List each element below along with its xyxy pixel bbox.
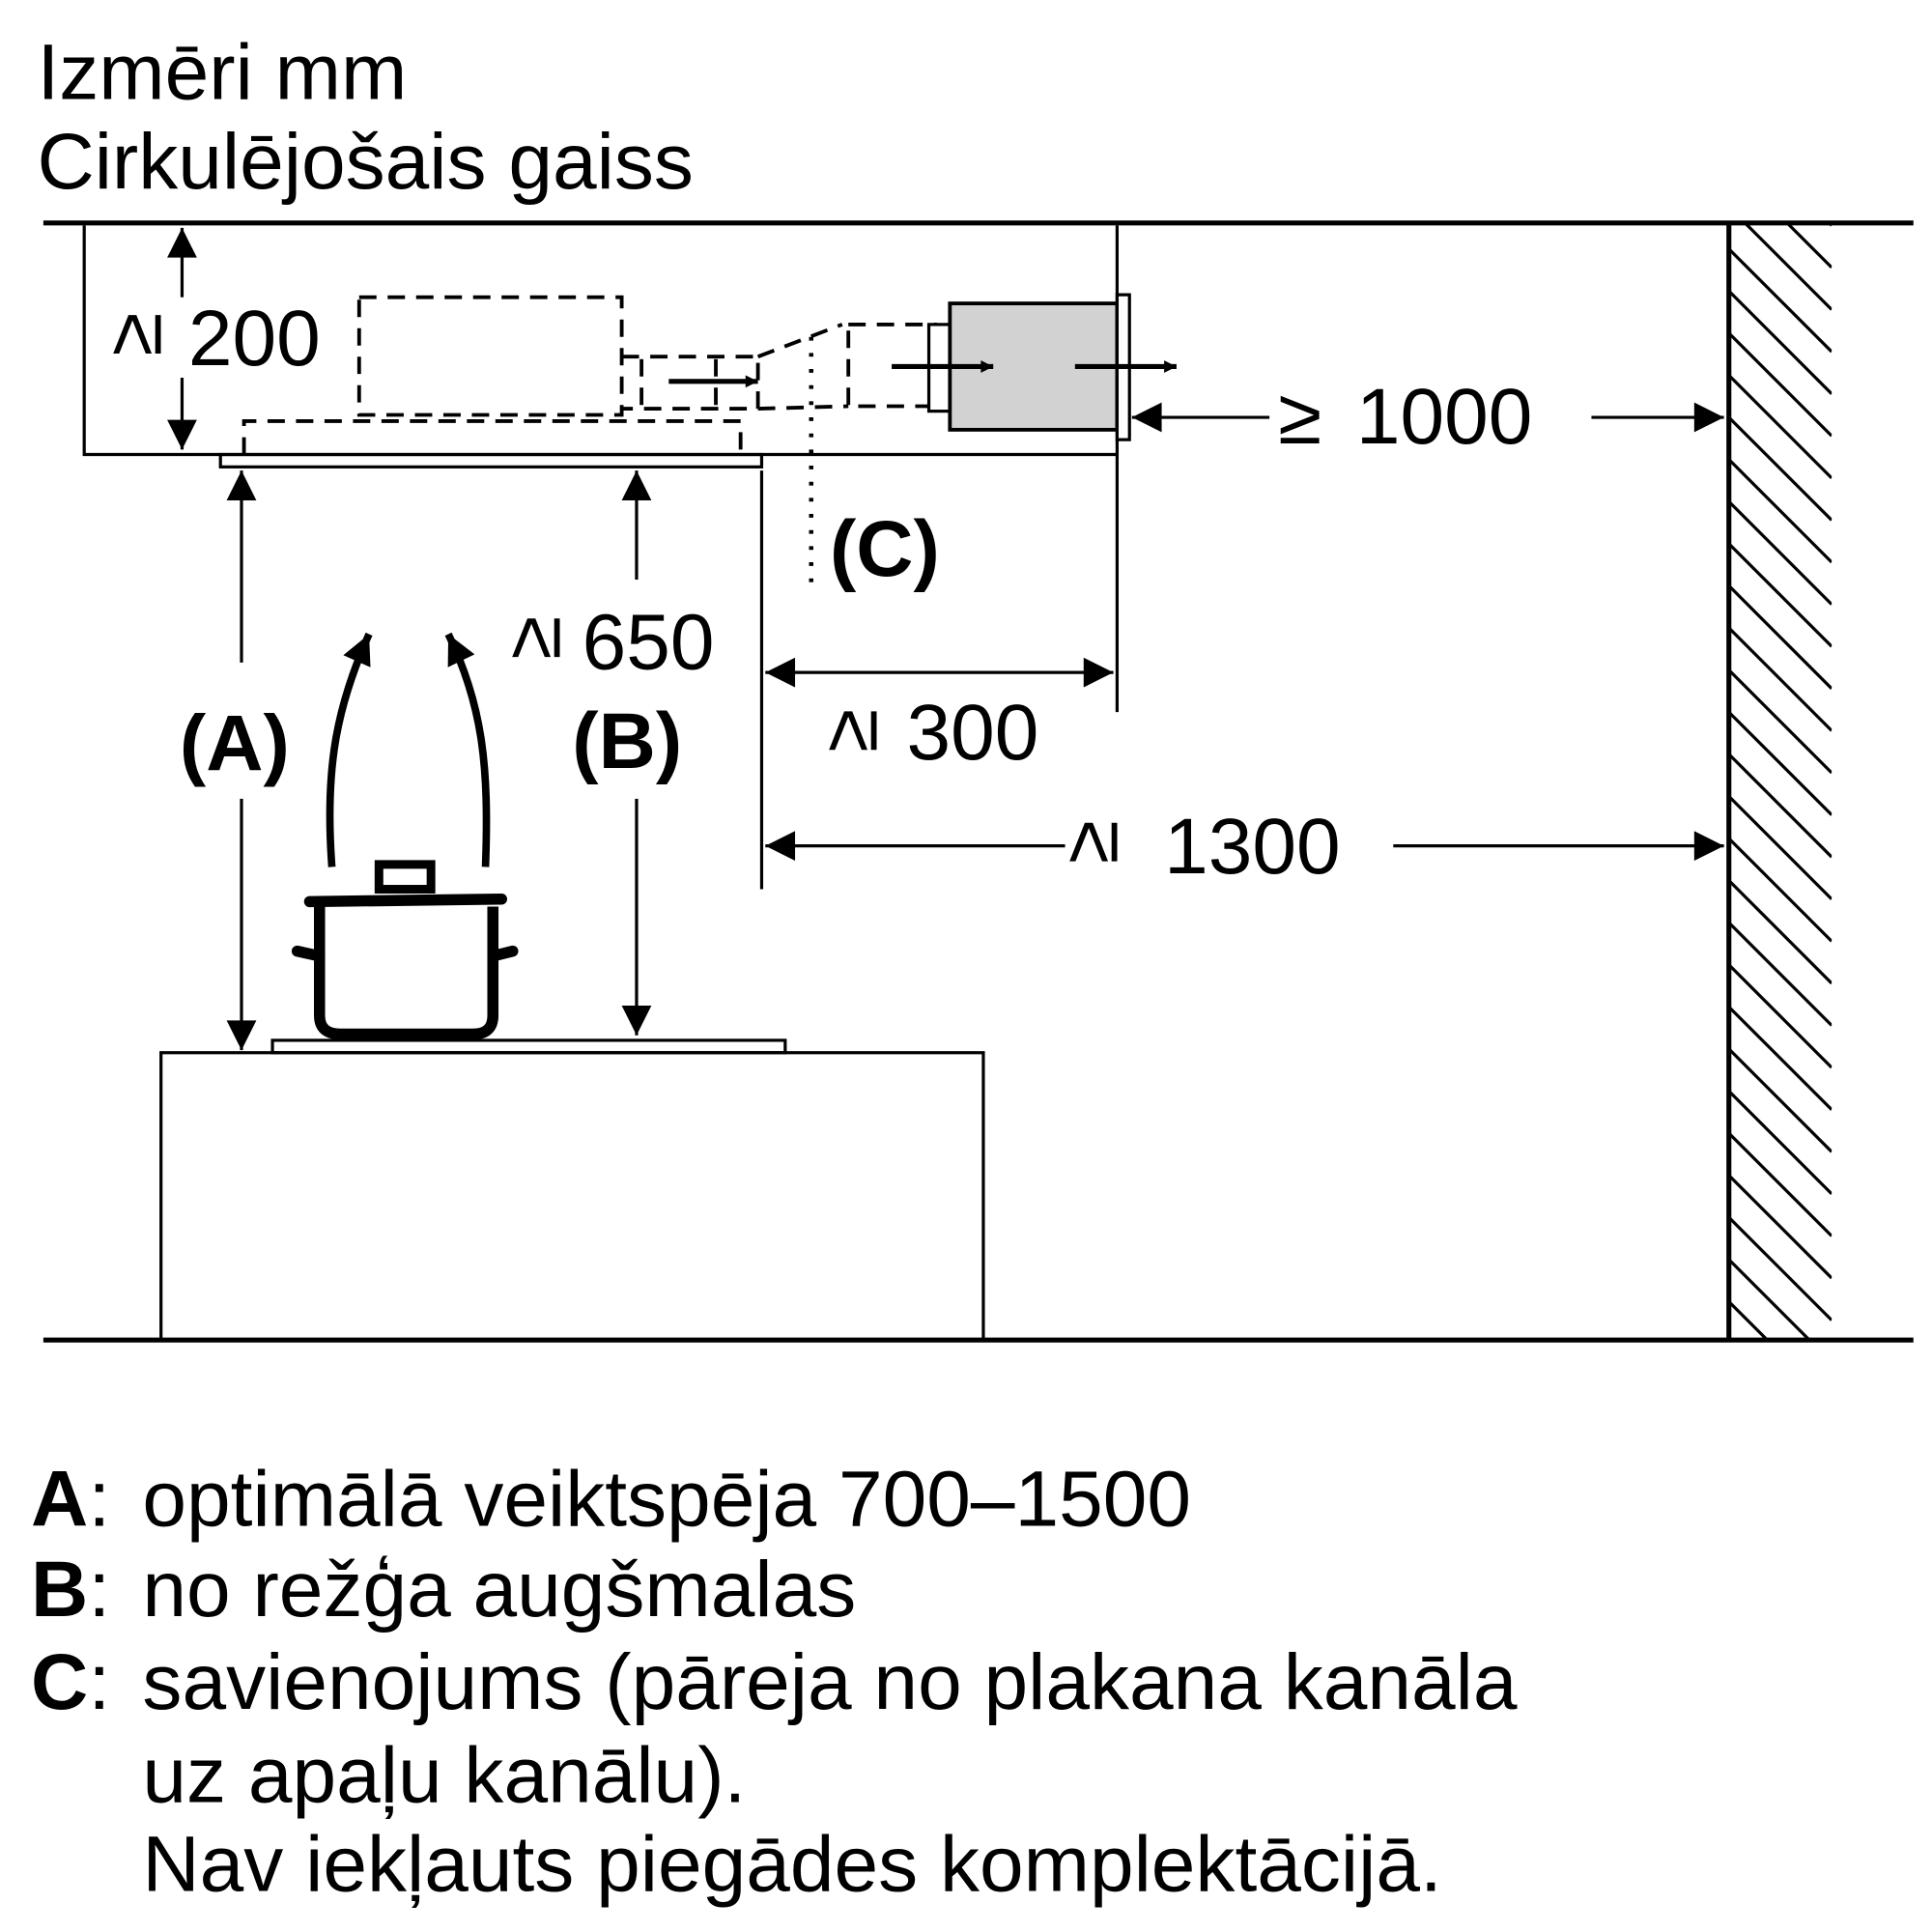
dimension-1000-ge: ≥ xyxy=(1278,373,1321,461)
kitchen-counter xyxy=(159,1051,985,1342)
wall-hatch-line xyxy=(1730,796,1833,900)
legend: A:optimālā veiktspēja 700–1500 B:no režģ… xyxy=(31,1455,1518,1908)
wall-hatch-line xyxy=(1730,459,1833,564)
legend-note: Nav iekļauts piegādes komplektācijā. xyxy=(142,1821,1441,1909)
wall-hatch-line xyxy=(1743,222,1833,311)
dimension-1300-ge: ≥ xyxy=(1046,820,1134,864)
legend-item-c-cont: uz apaļu kanālu). xyxy=(142,1731,746,1819)
dimension-650-value: 650 xyxy=(582,598,715,686)
legend-item-a: A:optimālā veiktspēja 700–1500 xyxy=(31,1455,1191,1543)
wall-hatch-line xyxy=(1730,923,1833,1027)
title-line2: Cirkulējošais gaiss xyxy=(37,118,693,206)
wall-hatch-line xyxy=(1730,333,1833,438)
wall-hatch-line xyxy=(1730,753,1833,859)
label-b: (B) xyxy=(572,697,682,785)
dimension-650-ge: ≥ xyxy=(489,616,577,660)
label-a: (A) xyxy=(180,699,290,787)
dimension-200-value: 200 xyxy=(188,295,321,383)
wall-hatch-line xyxy=(1730,543,1833,648)
wall-hatch-line xyxy=(1730,964,1833,1069)
wall-hatch-line xyxy=(1730,1175,1833,1280)
dimension-1000-value: 1000 xyxy=(1356,373,1533,461)
title-line1: Izmēri mm xyxy=(37,29,407,117)
wall-hatch-line xyxy=(1730,628,1833,732)
pot-icon xyxy=(291,860,519,1040)
wall-hatch-line xyxy=(1784,222,1833,270)
dimension-300-ge: ≥ xyxy=(807,709,895,753)
wall-hatch-line xyxy=(1730,585,1833,690)
hob xyxy=(270,1038,787,1055)
wall-hatch-line xyxy=(1730,248,1833,354)
legend-item-b: B:no režģa augšmalas xyxy=(31,1546,856,1634)
wall-hatch-line xyxy=(1730,1007,1833,1111)
wall-hatch-line xyxy=(1730,712,1833,816)
dimension-300-value: 300 xyxy=(906,689,1038,777)
wall-hatch-line xyxy=(1730,501,1833,606)
wall-hatch-line xyxy=(1730,1301,1770,1341)
wall-hatch-line xyxy=(1730,838,1833,943)
label-c: (C) xyxy=(830,505,940,593)
wall-hatch-line xyxy=(1730,417,1833,522)
wall-hatch-line xyxy=(1730,1217,1833,1321)
wall xyxy=(1726,222,1833,1446)
wall-hatch-line xyxy=(1730,291,1833,395)
dimension-1300-value: 1300 xyxy=(1164,803,1341,891)
dimension-200-ge: ≥ xyxy=(91,313,179,356)
steam-arrow-icon xyxy=(444,632,491,867)
steam-arrow-icon xyxy=(326,632,373,867)
wall-hatch-line xyxy=(1730,880,1833,985)
wall-hatch-line xyxy=(1730,1345,1832,1446)
legend-item-c: C:savienojums (pāreja no plakana kanāla xyxy=(31,1638,1518,1726)
wall-hatch-line xyxy=(1730,1133,1833,1237)
wall-hatch-line xyxy=(1730,375,1833,480)
wall-hatch-line xyxy=(1730,1259,1812,1341)
wall-hatch-line xyxy=(1730,669,1833,775)
wall-hatch-line xyxy=(1730,1049,1833,1153)
wall-hatch-line xyxy=(1827,222,1833,227)
wall-hatch-line xyxy=(1730,1091,1833,1196)
